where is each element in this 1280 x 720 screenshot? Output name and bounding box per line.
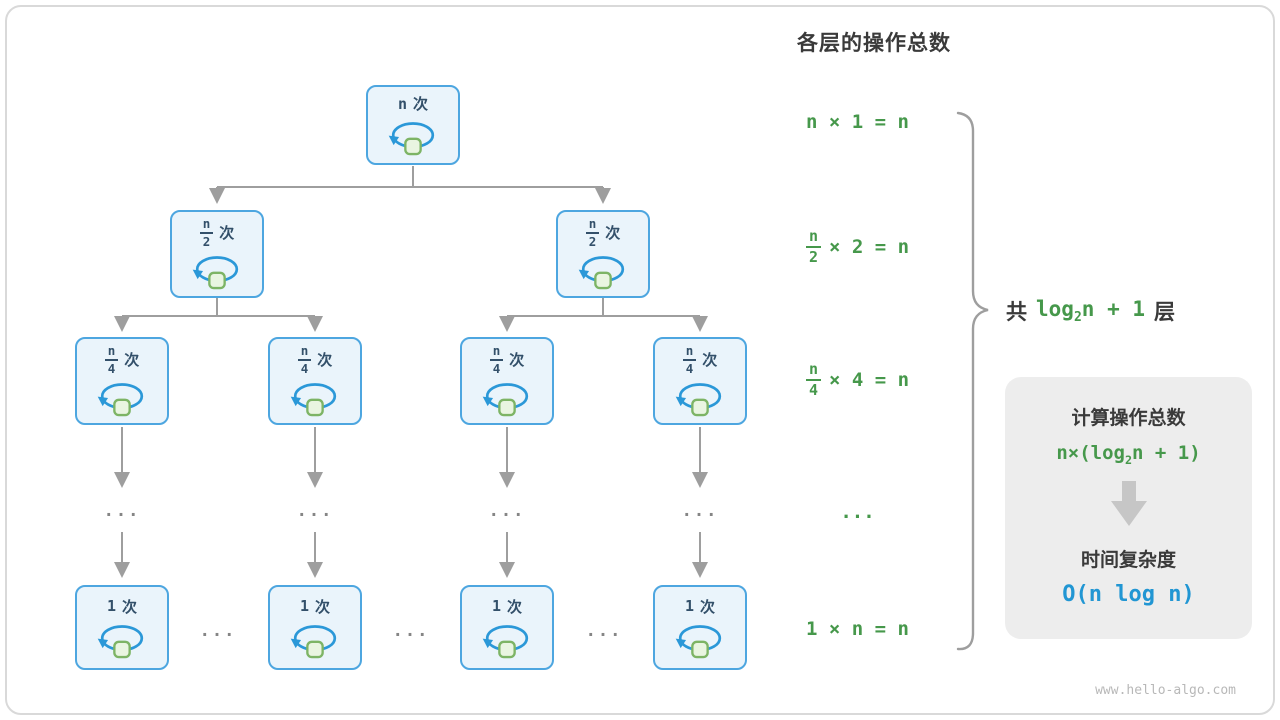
down-arrow-icon (1110, 480, 1147, 526)
loop-arrow-icon (578, 256, 625, 290)
summary-box: 计算操作总数 n×(log2n + 1) 时间复杂度 O(n log n) (1005, 377, 1252, 639)
annotation-ellipsis: ... (840, 501, 875, 523)
loop-arrow-icon (675, 383, 722, 417)
tree-node-root: n 次 (366, 85, 460, 165)
summary-title-1: 计算操作总数 (1071, 407, 1186, 429)
loop-arrow-icon (482, 383, 529, 417)
loop-arrow-icon (482, 624, 529, 658)
loop-arrow-icon (388, 122, 435, 156)
row-ellipsis: ... (199, 621, 237, 641)
loop-arrow-icon (97, 383, 144, 417)
layer-count-label: 共 log2n + 1 层 (1006, 296, 1175, 326)
loop-arrow-icon (290, 383, 337, 417)
node-label: 1 次 (491, 597, 523, 616)
tree-node-leaf-4: 1 次 (653, 585, 747, 670)
loop-arrow-icon (290, 624, 337, 658)
loop-arrow-icon (97, 624, 144, 658)
annotation-level-last: 1 × n = n (806, 618, 909, 640)
time-complexity: O(n log n) (1062, 581, 1195, 607)
column-ellipsis: ... (681, 501, 719, 521)
diagram-title: 各层的操作总数 (797, 31, 951, 55)
summary-title-2: 时间复杂度 (1080, 548, 1176, 571)
column-ellipsis: ... (488, 501, 526, 521)
row-ellipsis: ... (585, 621, 623, 641)
annotation-level-0: n × 1 = n (806, 111, 909, 133)
loop-arrow-icon (192, 256, 239, 290)
loop-arrow-icon (675, 624, 722, 658)
tree-node-leaf-3: 1 次 (460, 585, 554, 670)
node-label: 1 次 (299, 597, 331, 616)
tree-node-leaf-2: 1 次 (268, 585, 362, 670)
node-label: 1 次 (106, 597, 138, 616)
tree-node-leaf-1: 1 次 (75, 585, 169, 670)
operations-formula: n×(log2n + 1) (1056, 442, 1201, 467)
column-ellipsis: ... (103, 501, 141, 521)
curly-brace (956, 111, 989, 651)
row-ellipsis: ... (392, 621, 430, 641)
node-label: 1 次 (684, 597, 716, 616)
node-label: n 次 (397, 94, 429, 114)
watermark: www.hello-algo.com (1095, 683, 1236, 698)
layer-count-formula: log2n + 1 (1036, 296, 1145, 326)
column-ellipsis: ... (296, 501, 334, 521)
